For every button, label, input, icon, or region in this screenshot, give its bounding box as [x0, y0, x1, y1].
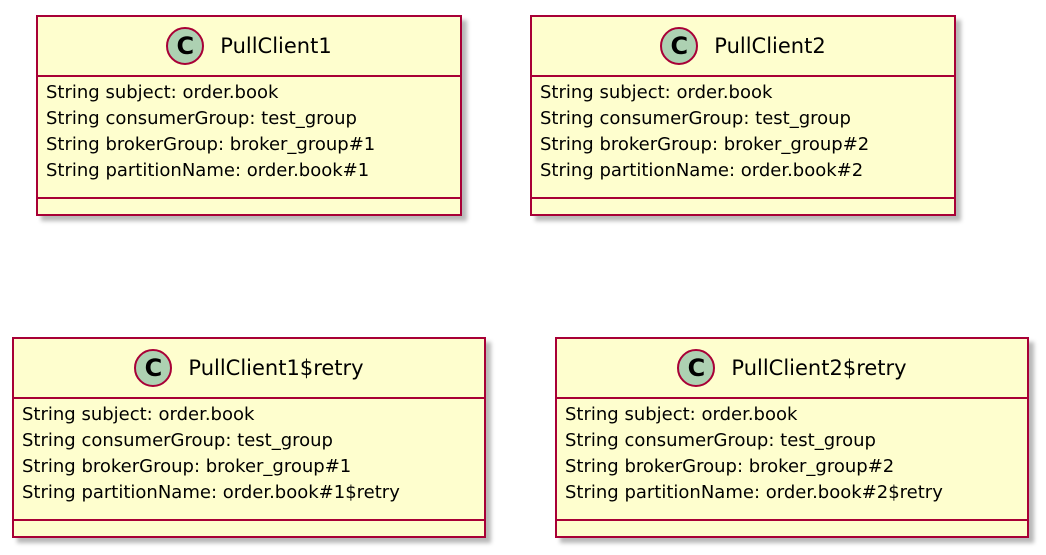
attribute: String consumerGroup: test_group — [565, 430, 876, 451]
class-icon-letter: C — [144, 354, 163, 382]
class-pullclient2-retry[interactable]: C PullClient2$retry String subject: orde… — [555, 337, 1029, 538]
attribute: String partitionName: order.book#1 — [46, 160, 370, 181]
class-icon: C — [166, 27, 205, 65]
attribute: String subject: order.book — [540, 82, 773, 103]
class-pullclient1-retry[interactable]: C PullClient1$retry String subject: orde… — [12, 337, 486, 538]
class-name: PullClient1 — [220, 34, 332, 58]
attribute: String subject: order.book — [22, 404, 255, 425]
attribute: String subject: order.book — [46, 82, 279, 103]
attribute: String consumerGroup: test_group — [46, 108, 357, 129]
method-compartment — [557, 521, 1027, 535]
attribute: String consumerGroup: test_group — [22, 430, 333, 451]
class-header: C PullClient2 — [532, 17, 954, 77]
attribute-list: String subject: order.book String consum… — [38, 77, 460, 199]
class-icon-letter: C — [176, 32, 195, 60]
attribute: String consumerGroup: test_group — [540, 108, 851, 129]
class-pullclient2[interactable]: C PullClient2 String subject: order.book… — [530, 15, 956, 216]
class-icon: C — [677, 349, 716, 387]
class-name: PullClient2$retry — [731, 356, 907, 380]
attribute-list: String subject: order.book String consum… — [532, 77, 954, 199]
attribute: String partitionName: order.book#2$retry — [565, 482, 943, 503]
attribute: String partitionName: order.book#2 — [540, 160, 864, 181]
class-header: C PullClient1 — [38, 17, 460, 77]
class-name: PullClient1$retry — [188, 356, 364, 380]
class-header: C PullClient1$retry — [14, 339, 484, 399]
class-icon: C — [134, 349, 173, 387]
attribute-list: String subject: order.book String consum… — [14, 399, 484, 521]
class-icon: C — [660, 27, 699, 65]
method-compartment — [14, 521, 484, 535]
class-icon-letter: C — [670, 32, 689, 60]
attribute-list: String subject: order.book String consum… — [557, 399, 1027, 521]
attribute: String brokerGroup: broker_group#1 — [46, 134, 376, 155]
class-name: PullClient2 — [714, 34, 826, 58]
attribute: String brokerGroup: broker_group#1 — [22, 456, 352, 477]
class-header: C PullClient2$retry — [557, 339, 1027, 399]
method-compartment — [38, 199, 460, 213]
method-compartment — [532, 199, 954, 213]
class-pullclient1[interactable]: C PullClient1 String subject: order.book… — [36, 15, 462, 216]
attribute: String subject: order.book — [565, 404, 798, 425]
attribute: String brokerGroup: broker_group#2 — [565, 456, 895, 477]
attribute: String brokerGroup: broker_group#2 — [540, 134, 870, 155]
attribute: String partitionName: order.book#1$retry — [22, 482, 400, 503]
class-icon-letter: C — [687, 354, 706, 382]
